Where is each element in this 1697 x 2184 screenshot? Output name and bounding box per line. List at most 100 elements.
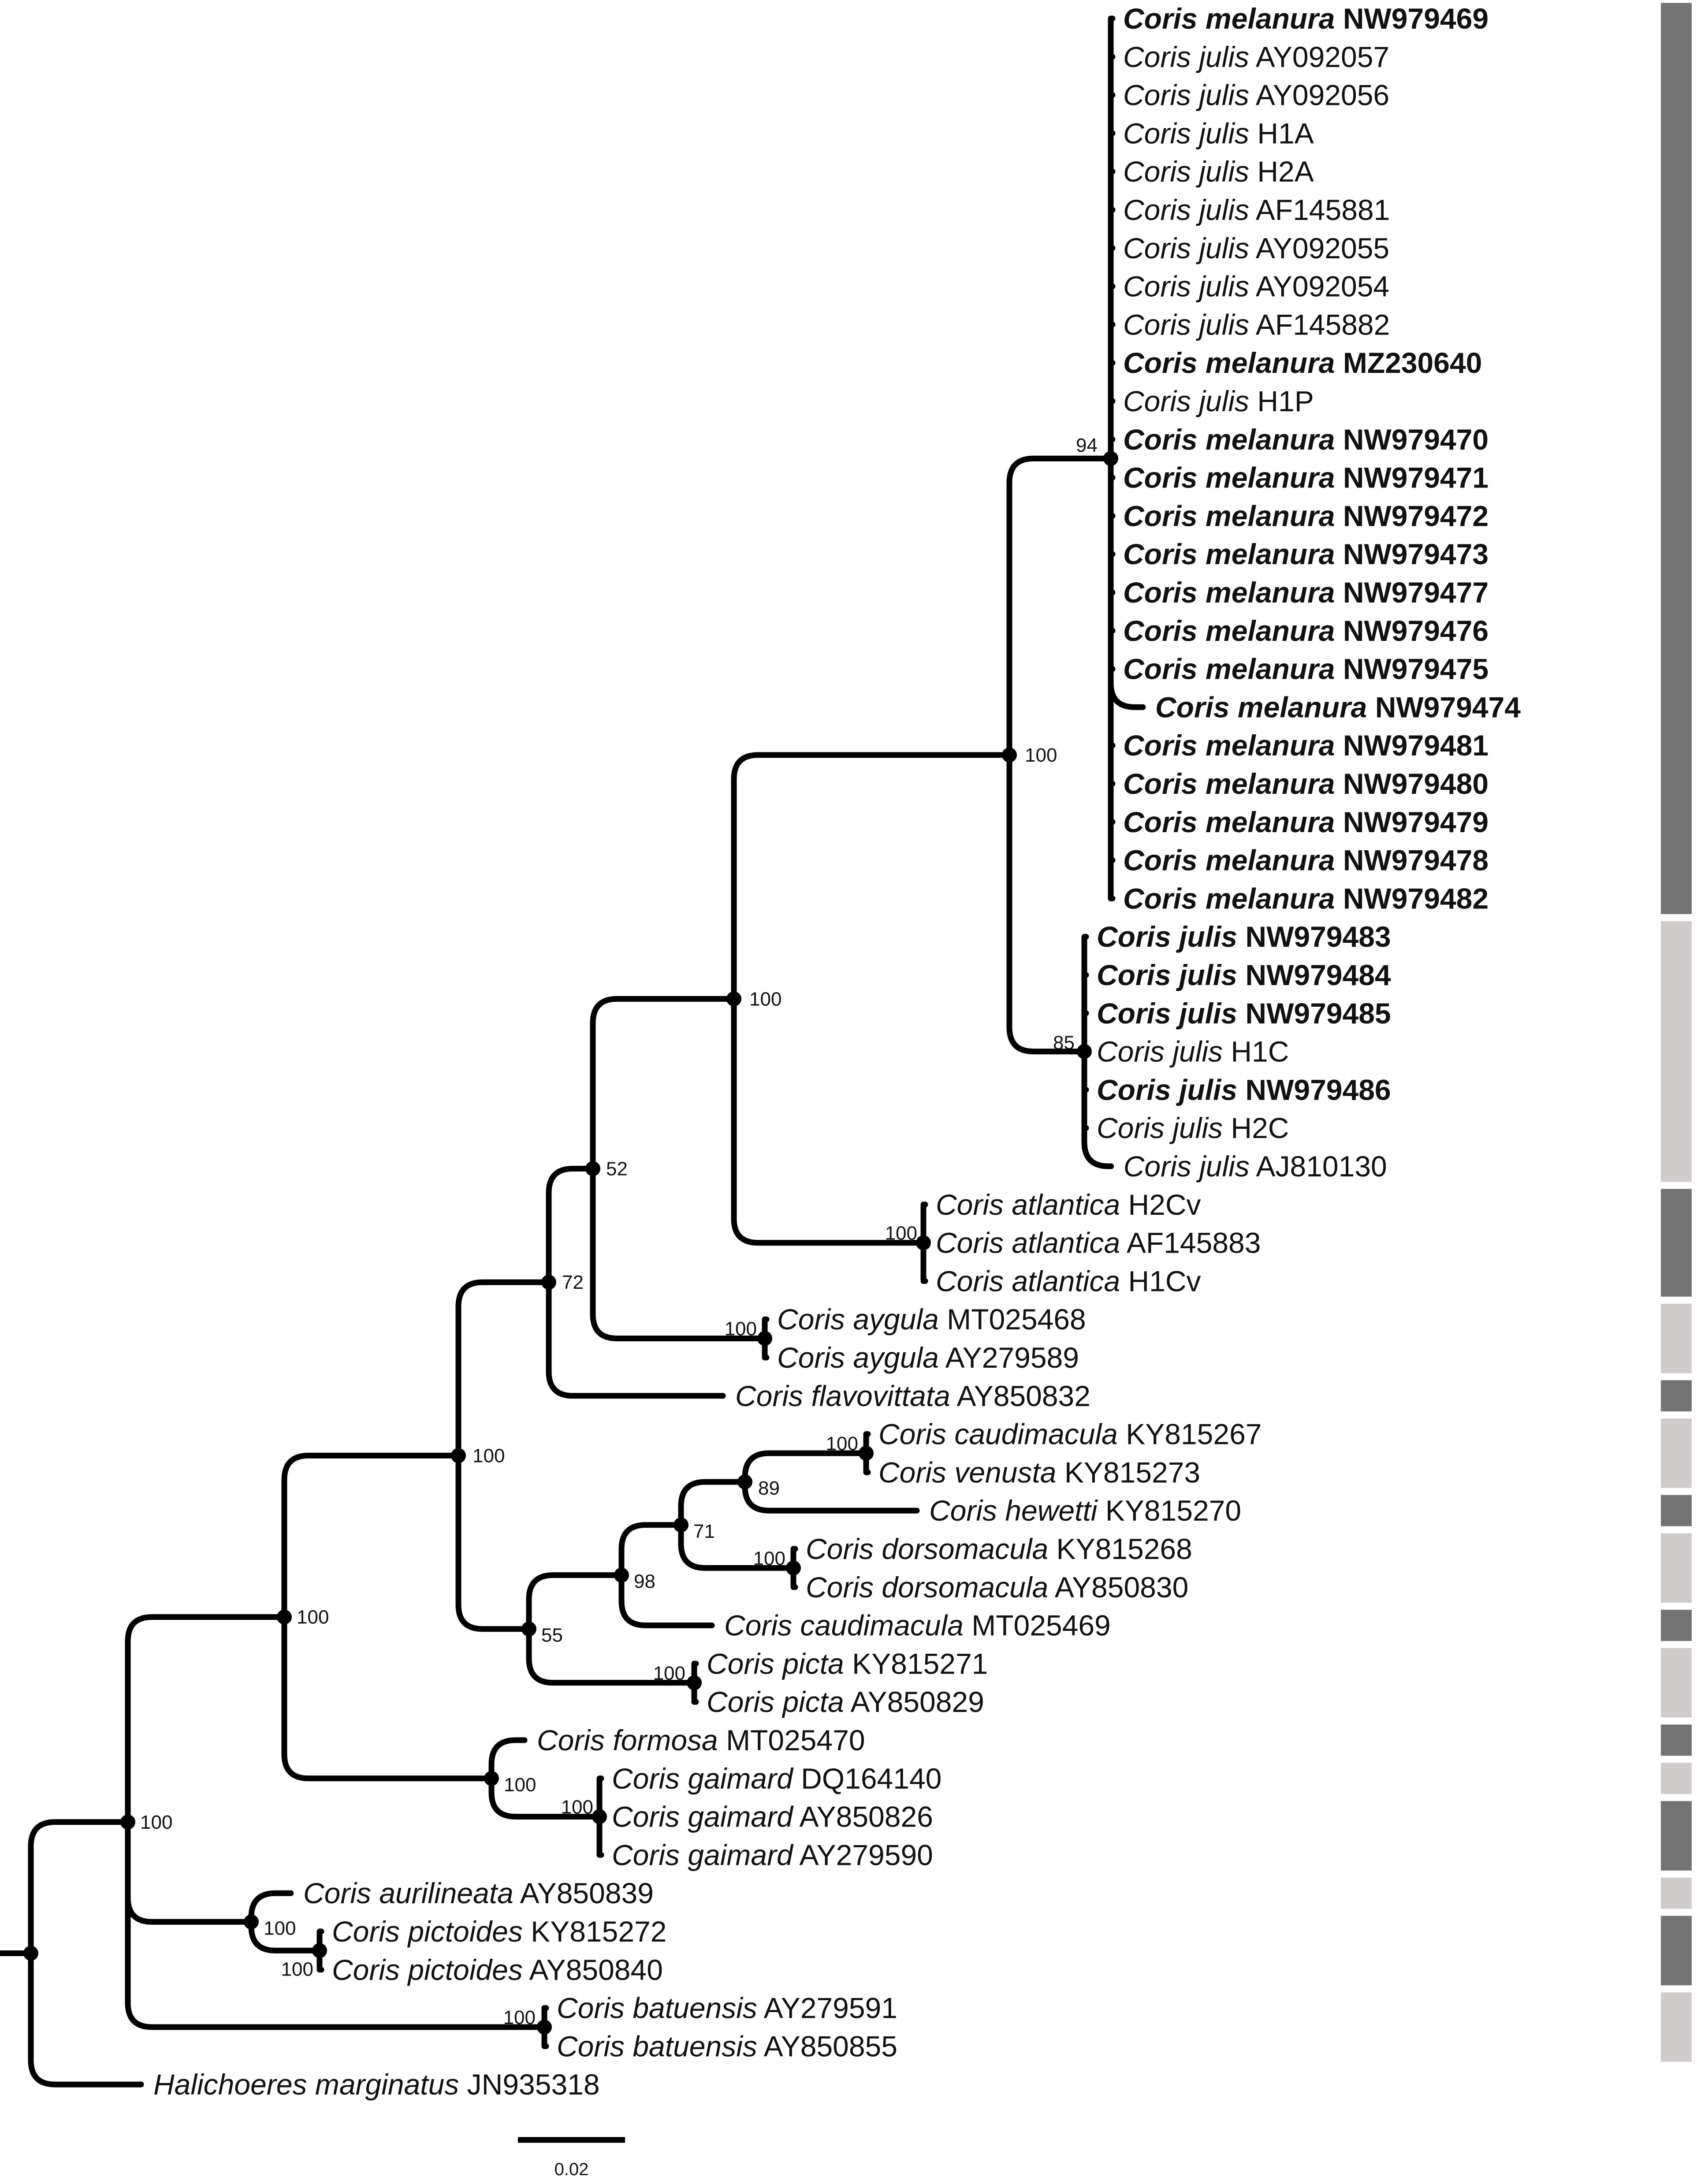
bootstrap-value: 100 <box>725 1318 757 1340</box>
tip-label: Coris hewetti KY815270 <box>929 1494 1241 1527</box>
tip-species: Coris melanura <box>1123 538 1335 570</box>
tip-species: Coris gaimard <box>612 1762 794 1795</box>
species-bar-segment <box>1661 1495 1692 1526</box>
tip-species: Coris julis <box>1123 270 1249 303</box>
branch <box>1108 15 1116 461</box>
tip-accession: NW979480 <box>1335 767 1489 800</box>
tip-label: Halichoeres marginatus JN935318 <box>153 2068 600 2101</box>
tip-accession: NW979471 <box>1335 461 1489 494</box>
tip-species: Coris julis <box>1123 232 1249 264</box>
tree-node <box>674 1517 688 1533</box>
bootstrap-value: 72 <box>562 1272 584 1293</box>
tip-accession: AY279591 <box>757 1992 897 2024</box>
branch <box>28 1819 131 1956</box>
tip-species: Coris batuensis <box>557 2030 757 2062</box>
species-bar-segment <box>1661 1916 1692 1986</box>
bootstrap-value: 100 <box>297 1607 329 1628</box>
tip-species: Coris pictoides <box>332 1915 523 1948</box>
branch <box>691 1680 699 1705</box>
tip-label: Coris aurilineata AY850839 <box>303 1877 654 1909</box>
tip-species: Coris julis <box>1097 959 1237 991</box>
species-bar-segment <box>1661 1877 1692 1909</box>
tip-label: Coris julis AF145882 <box>1123 308 1390 341</box>
tree-node <box>23 1946 38 1961</box>
tip-label: Coris melanura NW979478 <box>1123 844 1489 877</box>
branch <box>1081 1049 1114 1169</box>
tip-label: Coris melanura NW979476 <box>1123 614 1489 647</box>
tip-accession: KY815271 <box>844 1647 988 1680</box>
tip-label: Coris melanura NW979471 <box>1123 461 1489 494</box>
branch <box>28 1950 144 2087</box>
tip-species: Coris dorsomacula <box>806 1533 1048 1565</box>
tip-accession: KY815273 <box>1057 1456 1201 1488</box>
branch <box>125 1819 254 1925</box>
tree-node <box>726 991 741 1007</box>
tip-accession: H1C <box>1223 1035 1289 1068</box>
tip-accession: KY815270 <box>1097 1494 1241 1527</box>
tip-label: Coris pictoides KY815272 <box>332 1915 666 1948</box>
tip-label: Coris julis AY092057 <box>1123 41 1389 73</box>
bootstrap-value: 100 <box>504 1774 536 1796</box>
branch <box>863 1431 871 1456</box>
tip-accession: AF145882 <box>1249 308 1390 341</box>
tree-node <box>859 1446 874 1461</box>
tip-species: Coris julis <box>1097 920 1237 953</box>
branch <box>1108 92 1116 461</box>
tip-label: Coris julis AY092054 <box>1123 270 1389 303</box>
tree-node <box>537 2020 552 2035</box>
branch <box>1081 1010 1089 1055</box>
tree-node <box>786 1560 801 1576</box>
tip-species: Halichoeres marginatus <box>153 2068 459 2101</box>
tip-accession: KY815268 <box>1048 1533 1192 1565</box>
tip-species: Coris melanura <box>1123 882 1335 915</box>
tip-label: Coris melanura NW979479 <box>1123 806 1489 838</box>
tip-label: Coris gaimard AY850826 <box>612 1801 933 1833</box>
tip-accession: NW979484 <box>1237 959 1391 991</box>
tip-label: Coris aygula AY279589 <box>777 1341 1079 1374</box>
tip-species: Coris melanura <box>1123 767 1335 800</box>
tree-node <box>687 1675 702 1690</box>
tip-label: Coris julis H1C <box>1097 1035 1289 1068</box>
species-bar <box>1661 3 1692 2062</box>
tip-species: Coris atlantica <box>936 1265 1120 1297</box>
tree-node <box>1002 747 1017 763</box>
tip-accession: NW979482 <box>1335 882 1489 915</box>
tip-species: Coris melanura <box>1123 2 1335 35</box>
tip-species: Coris dorsomacula <box>806 1571 1048 1604</box>
tip-label: Coris melanura NW979482 <box>1123 882 1489 915</box>
branch <box>125 1614 287 1825</box>
tip-species: Coris julis <box>1123 308 1249 341</box>
tree-node <box>585 1161 600 1176</box>
tip-label: Coris picta KY815271 <box>707 1647 988 1680</box>
tip-accession: AY092054 <box>1249 270 1389 303</box>
tip-accession: NW979486 <box>1237 1073 1391 1106</box>
branch <box>762 1336 770 1361</box>
tip-accession: H1A <box>1249 117 1314 149</box>
species-bar-segment <box>1661 1303 1692 1373</box>
tree-node <box>521 1621 536 1637</box>
tip-label: Coris julis H1A <box>1123 117 1314 149</box>
species-bar-segment <box>1661 3 1692 914</box>
tip-label: Coris batuensis AY279591 <box>557 1992 897 2024</box>
bootstrap-value: 100 <box>753 1548 785 1569</box>
tip-accession: NW979475 <box>1335 653 1489 685</box>
bootstrap-value: 71 <box>693 1521 715 1542</box>
bootstrap-value: 94 <box>1076 435 1098 456</box>
tip-label: Coris melanura MZ230640 <box>1123 346 1482 379</box>
tip-accession: NW979481 <box>1335 729 1489 762</box>
tip-label: Coris atlantica AF145883 <box>936 1227 1261 1259</box>
branch <box>541 2005 549 2030</box>
bootstrap-value: 100 <box>264 1917 296 1939</box>
branch <box>1006 752 1087 1055</box>
tip-label: Coris julis H1P <box>1123 385 1314 417</box>
tip-species: Coris venusta <box>878 1456 1057 1488</box>
tree-node <box>312 1943 327 1958</box>
tip-species: Coris julis <box>1123 385 1249 417</box>
bootstrap-value: 100 <box>561 1797 593 1818</box>
tip-species: Coris julis <box>1097 1073 1237 1106</box>
tip-accession: AY850840 <box>523 1953 663 1986</box>
tip-label: Coris julis H2A <box>1123 155 1314 188</box>
tip-species: Coris melanura <box>1123 499 1335 532</box>
tip-label: Coris pictoides AY850840 <box>332 1953 663 1986</box>
tree-node <box>484 1771 499 1786</box>
